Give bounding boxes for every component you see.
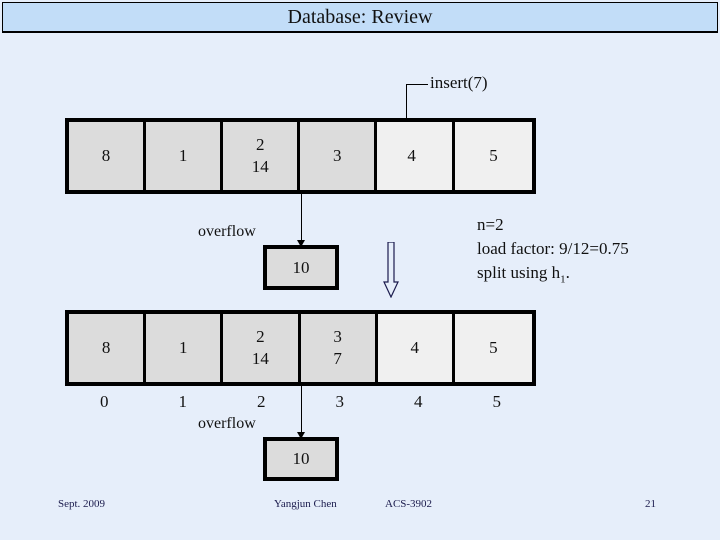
note-line-n: n=2 [477, 215, 504, 234]
bucket-cell: 1 [146, 122, 224, 190]
split-down-arrow-icon [383, 242, 399, 298]
overflow-bucket-top: 10 [263, 245, 339, 290]
footer-date: Sept. 2009 [58, 498, 106, 510]
bucket-cell-value: 8 [101, 338, 111, 358]
bucket-cell-value: 2 [256, 327, 265, 347]
bucket-cell-value: 1 [178, 146, 188, 166]
overflow-connector-top [301, 194, 302, 244]
split-notes: n=2 load factor: 9/12=0.75 split using h… [477, 213, 629, 288]
note-split-subscript: 1 [560, 273, 566, 286]
overflow-arrow-head-top-icon [297, 240, 305, 247]
overflow-bucket-bottom: 10 [263, 437, 339, 481]
page-title: Database: Review [287, 6, 433, 28]
footer-page-number: 21 [645, 498, 656, 510]
overflow-connector-bottom [301, 386, 302, 436]
overflow-label-bottom: overflow [198, 415, 256, 432]
note-line-load-factor: load factor: 9/12=0.75 [477, 239, 629, 259]
bucket-cell: 4 [377, 314, 455, 382]
bucket-index-row: 0 1 2 3 4 5 [65, 392, 536, 412]
bucket-cell: 8 [69, 122, 147, 190]
bucket-index-label: 4 [414, 392, 423, 411]
bucket-index-label: 3 [335, 392, 345, 411]
bucket-cell-value: 4 [410, 338, 420, 358]
bucket-cell-value: 14 [251, 349, 269, 368]
bucket-index-label: 0 [100, 392, 109, 411]
bucket-cell: 3 [300, 122, 378, 190]
bucket-cell: 5 [454, 314, 532, 382]
bucket-cell-value: 8 [101, 146, 111, 166]
bucket-cell-value: 4 [407, 146, 416, 166]
bucket-cell: 1 [146, 314, 224, 382]
bucket-cell-value: 3 [333, 327, 342, 347]
bucket-cell: 5 [454, 122, 532, 190]
note-split-suffix: . [565, 263, 570, 283]
bucket-cell-value: 2 [255, 135, 265, 155]
insert-leader-horizontal [406, 84, 428, 85]
bucket-index-label: 1 [178, 392, 188, 411]
note-line-split-hash: split using h1. [477, 261, 629, 288]
bucket-index-label: 5 [492, 392, 502, 411]
bucket-cell: 8 [69, 314, 147, 382]
slide-title-bar: Database: Review [2, 2, 718, 33]
insert-annotation-label: insert(7) [430, 73, 488, 92]
footer-course: ACS-3902 [385, 498, 433, 510]
bucket-cell-value: 1 [179, 338, 188, 358]
bucket-cell-value: 7 [333, 349, 342, 368]
bucket-index-label: 2 [257, 392, 266, 411]
note-split-prefix: split using h [477, 263, 561, 283]
bucket-cell-value: 3 [333, 146, 342, 166]
footer-author: Yangjun Chen [274, 498, 337, 510]
bucket-cell-value: 5 [489, 338, 498, 358]
bucket-cell-value: 14 [251, 157, 269, 176]
overflow-arrow-head-bottom-icon [297, 432, 305, 439]
overflow-label-top: overflow [198, 223, 256, 240]
bucket-cell: 4 [377, 122, 455, 190]
bucket-cell-value: 5 [489, 146, 498, 166]
